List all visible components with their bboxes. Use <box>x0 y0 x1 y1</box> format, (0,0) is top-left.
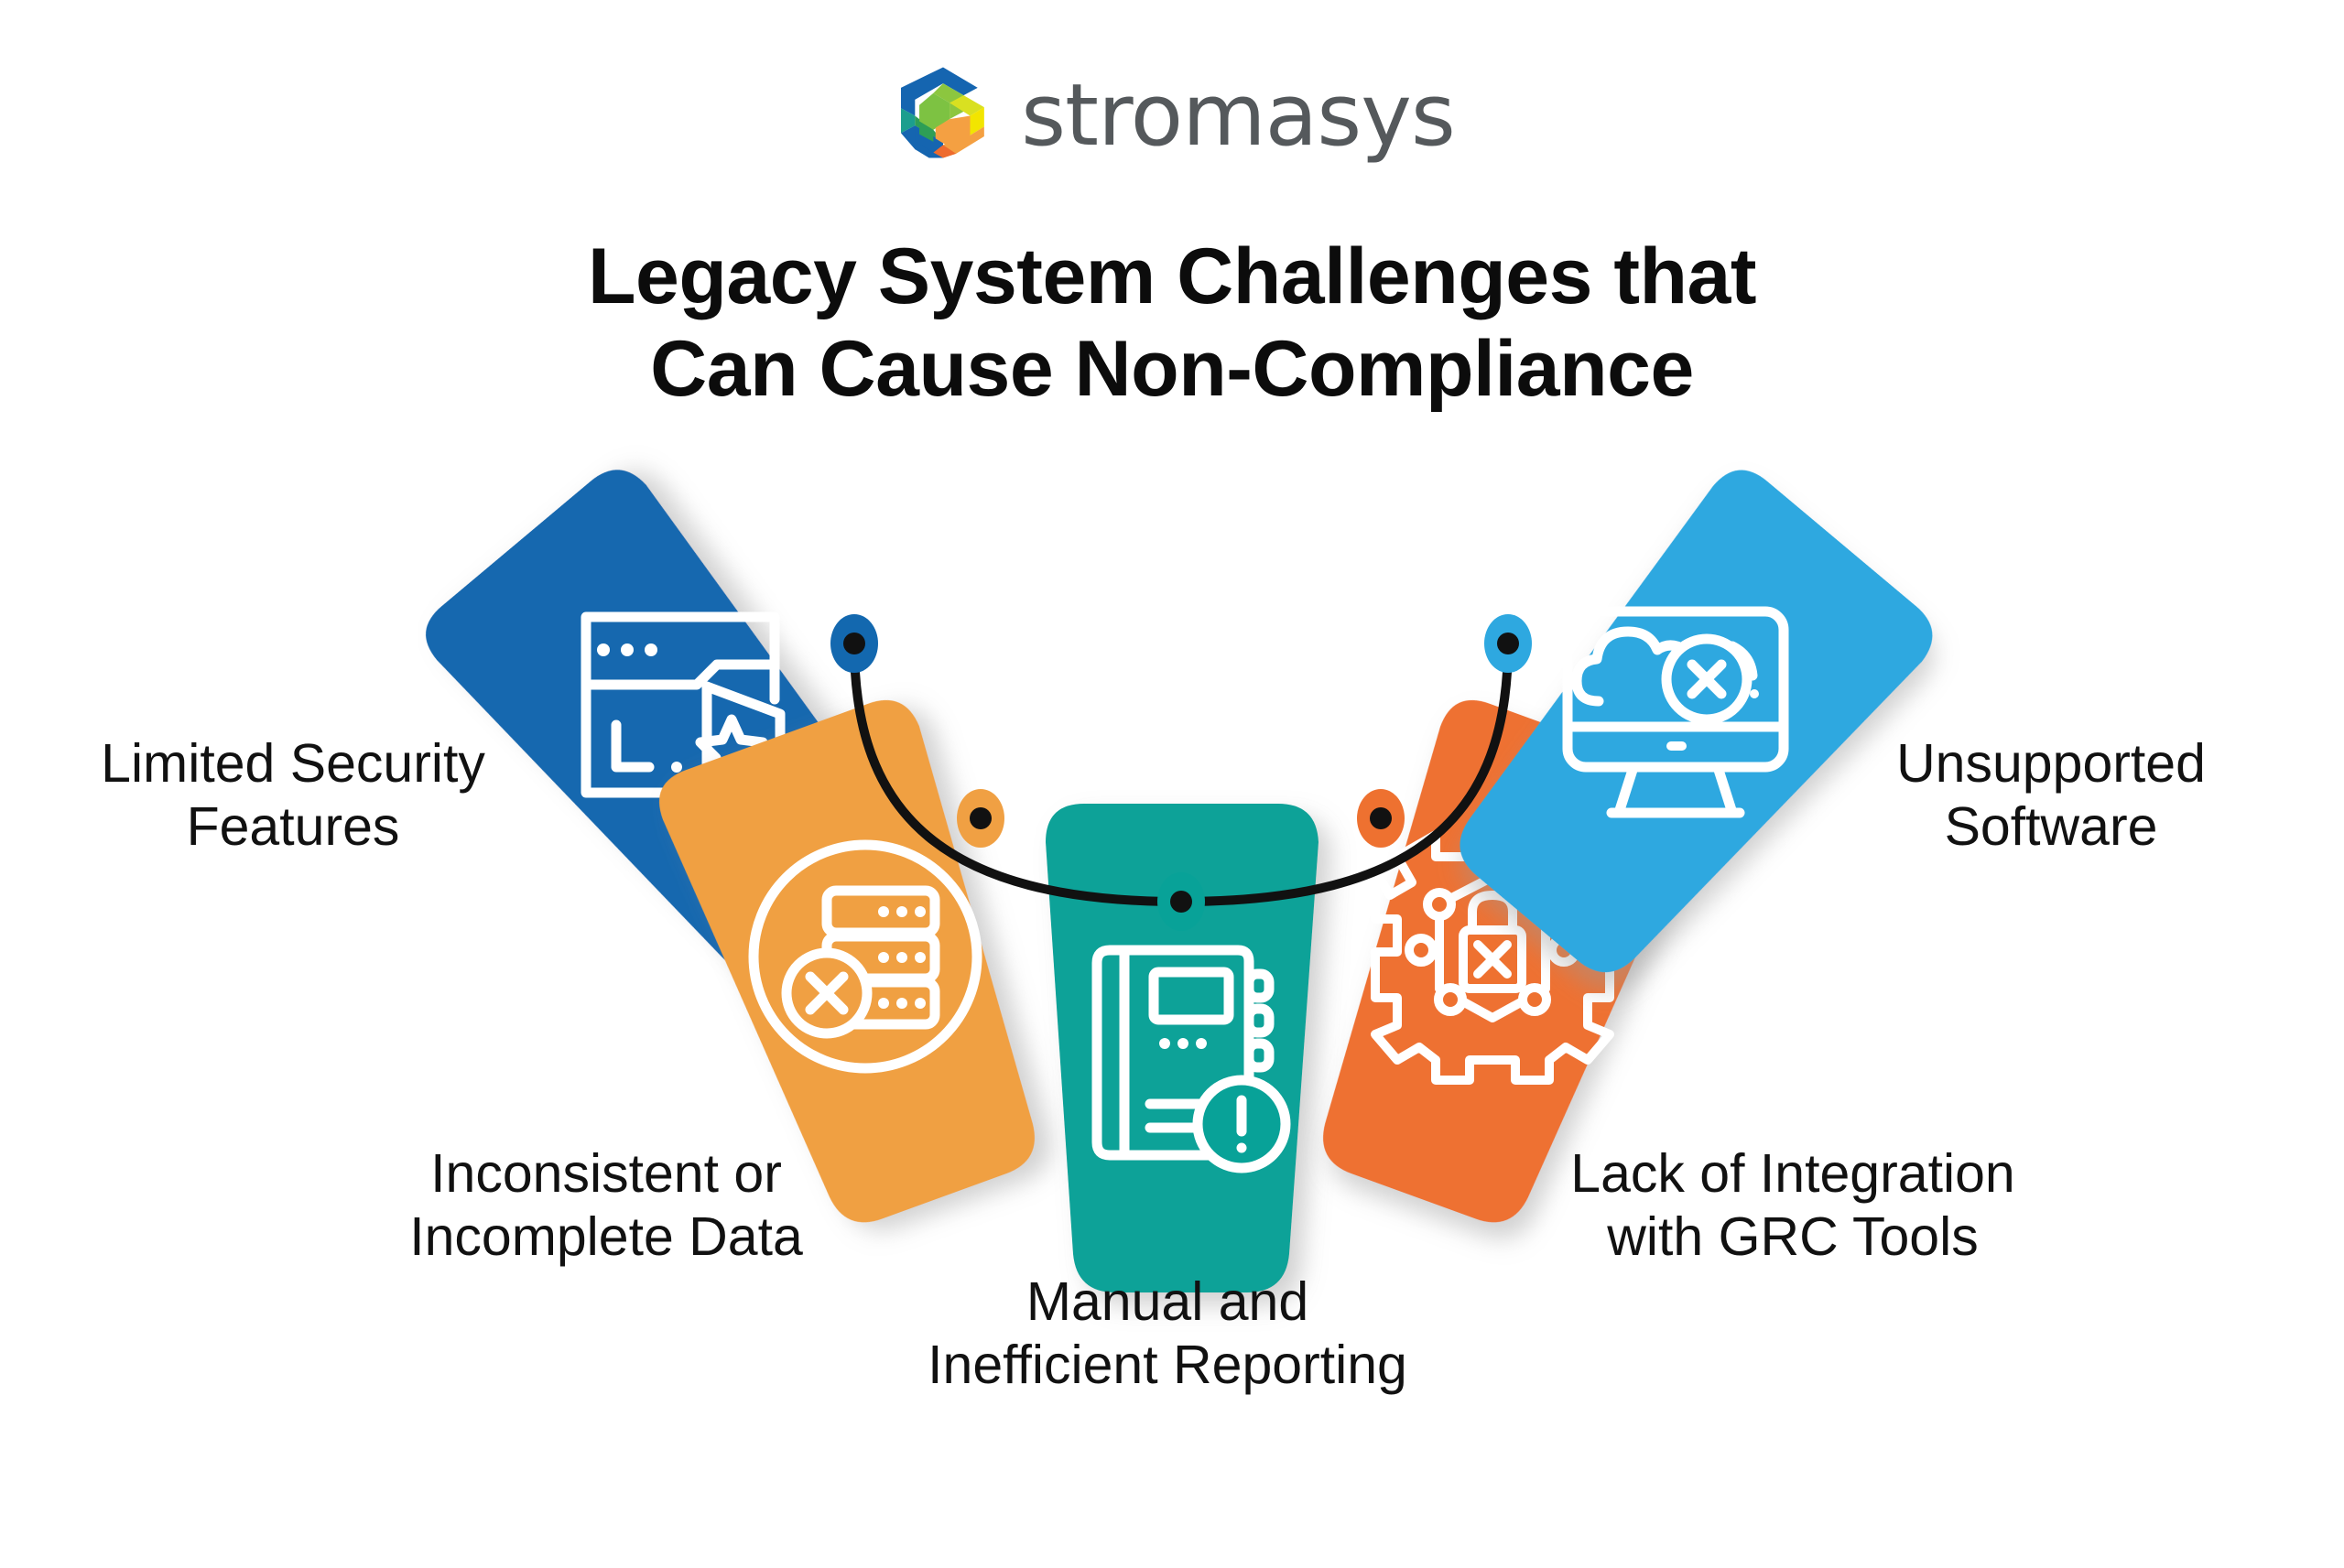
notebook-alert-icon <box>1091 945 1291 1173</box>
label-lack-of-integration-grc: Lack of Integration with GRC Tools <box>1570 1143 2015 1268</box>
server-error-circle-icon <box>748 839 982 1074</box>
stromasys-logo-icon <box>901 67 984 158</box>
petal-inconsistent-incomplete-data[interactable] <box>649 686 1086 1243</box>
label-unsupported-software: Unsupported Software <box>1896 733 2206 858</box>
petal-manual-inefficient-reporting[interactable] <box>1046 804 1318 1292</box>
brand-wordmark: stromasys <box>1021 66 1456 166</box>
brand-header: stromasys <box>0 53 2344 172</box>
label-limited-security-features: Limited Security Features <box>101 733 485 858</box>
node-dot-limited-security-features[interactable] <box>830 614 878 673</box>
node-dot-manual-inefficient-reporting[interactable] <box>1157 872 1205 931</box>
node-dot-inconsistent-incomplete-data[interactable] <box>957 789 1004 848</box>
petal-unsupported-software[interactable] <box>1400 437 1948 1007</box>
page-title-line-2: Can Cause Non-Compliance <box>650 324 1694 413</box>
node-dot-unsupported-software[interactable] <box>1484 614 1532 673</box>
node-dot-lack-of-integration-grc[interactable] <box>1357 789 1405 848</box>
page-title: Legacy System Challenges that Can Cause … <box>0 231 2344 415</box>
label-inconsistent-incomplete-data: Inconsistent or Incomplete Data <box>409 1143 803 1268</box>
monitor-cloud-error-icon <box>1562 606 1789 818</box>
page-title-line-1: Legacy System Challenges that <box>588 232 1756 320</box>
label-manual-inefficient-reporting: Manual and Inefficient Reporting <box>928 1271 1407 1396</box>
